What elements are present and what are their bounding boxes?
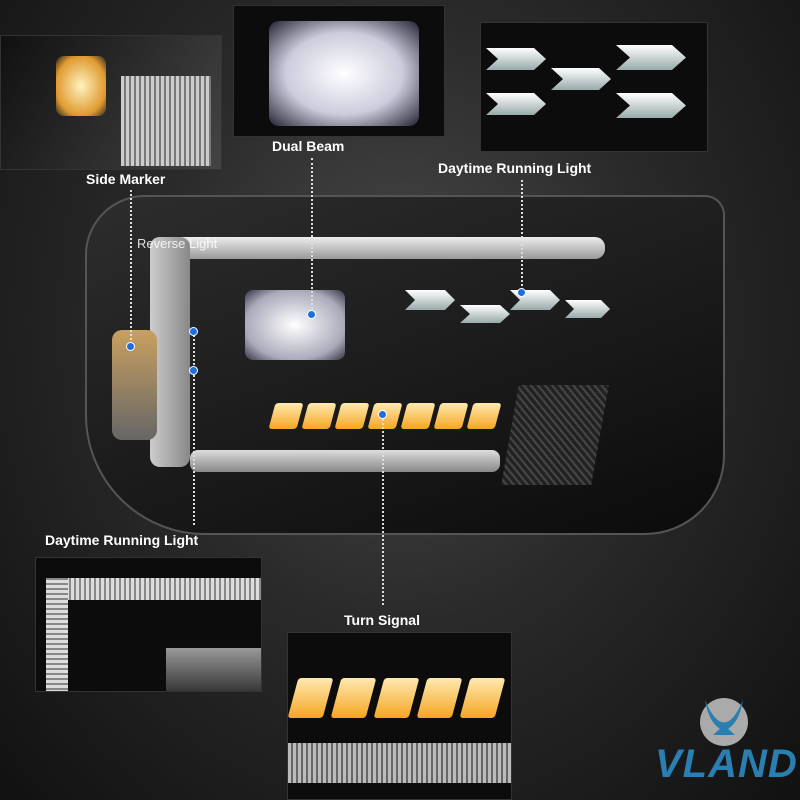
projector-lens — [245, 290, 345, 360]
marker-dot-side-marker — [126, 342, 135, 351]
label-reverse-light: Reverse Light — [137, 236, 218, 251]
marker-dot-reverse — [189, 327, 198, 336]
label-turn-signal: Turn Signal — [344, 612, 420, 628]
callout-line-turn-signal — [382, 415, 384, 605]
inset-turn-signal — [287, 632, 512, 800]
callout-line-drl-top — [521, 180, 523, 290]
label-drl-top: Daytime Running Light — [438, 160, 592, 176]
vland-logo-text: VLAND — [655, 742, 798, 786]
vland-logo-emblem — [695, 695, 753, 750]
inset-side-marker — [0, 35, 222, 170]
marker-dot-turn-signal — [378, 410, 387, 419]
inset-drl-chevrons — [480, 22, 708, 152]
callout-line-side-marker — [130, 190, 132, 340]
drl-chevron — [460, 305, 510, 323]
callout-line-drl-bottom — [193, 330, 195, 525]
callout-line-dual-beam — [311, 158, 313, 313]
marker-dot-drl-top — [517, 288, 526, 297]
marker-dot-drl-bottom — [189, 366, 198, 375]
inset-dual-beam — [233, 5, 445, 137]
mesh-grille — [501, 385, 609, 485]
drl-chevron — [565, 300, 610, 318]
label-side-marker: Side Marker — [86, 171, 166, 187]
drl-chevron — [405, 290, 455, 310]
label-drl-bottom: Daytime Running Light — [45, 532, 199, 548]
marker-dot-dual-beam — [307, 310, 316, 319]
drl-strip-bottom — [190, 450, 500, 472]
label-dual-beam: Dual Beam — [272, 138, 345, 154]
inset-drl-bottom — [35, 557, 262, 692]
drl-strip-top — [150, 237, 605, 259]
